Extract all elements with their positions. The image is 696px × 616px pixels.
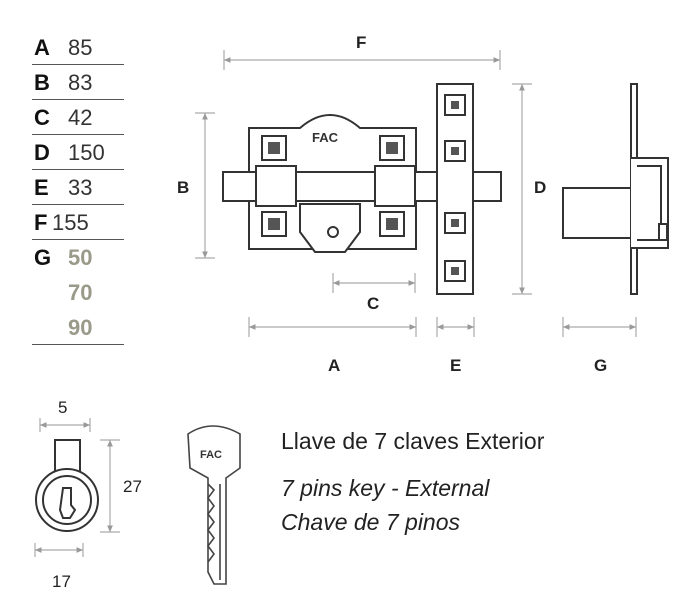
spec-row-b: B 83 xyxy=(32,64,124,100)
spec-value: 42 xyxy=(68,105,93,130)
dim-label-f: F xyxy=(356,33,366,52)
spec-row-e: E 33 xyxy=(32,169,124,205)
key-brand-mark: FAC xyxy=(200,449,222,461)
dim-label-e: E xyxy=(450,356,461,375)
spec-value: 70 xyxy=(68,280,93,305)
spec-value: 33 xyxy=(68,175,93,200)
dim-label-a: A xyxy=(328,356,340,375)
spec-key: G xyxy=(34,245,52,270)
spec-value: 155 xyxy=(52,210,89,235)
spec-row-g3: 90 xyxy=(32,309,124,345)
spec-key: C xyxy=(34,105,50,130)
dim-label-c: C xyxy=(367,294,379,313)
spec-row-a: A 85 xyxy=(32,29,124,65)
key-illustration xyxy=(187,425,241,585)
spec-key: D xyxy=(34,140,50,165)
brand-mark: FAC xyxy=(312,130,339,145)
spec-row-g2: 70 xyxy=(32,274,124,309)
dimension-lines xyxy=(34,50,637,557)
cylinder-view xyxy=(35,439,99,532)
spec-value: 50 xyxy=(68,245,93,270)
dim-label-b: B xyxy=(177,178,189,197)
spec-row-d: D 150 xyxy=(32,134,124,170)
dim-label-d: D xyxy=(534,178,546,197)
spec-value: 85 xyxy=(68,35,93,60)
caption-spanish: Llave de 7 claves Exterior xyxy=(281,428,545,454)
spec-row-f: F 155 xyxy=(32,204,124,240)
dim-label-g: G xyxy=(594,356,607,375)
spec-key: E xyxy=(34,175,49,200)
spec-row-c: C 42 xyxy=(32,99,124,135)
spec-key: F xyxy=(34,210,48,235)
spec-key: B xyxy=(34,70,50,95)
spec-value: 90 xyxy=(68,315,93,340)
caption-portuguese: Chave de 7 pinos xyxy=(281,509,461,535)
spec-value: 150 xyxy=(68,140,105,165)
cyl-dim-top: 5 xyxy=(58,398,67,417)
spec-value: 83 xyxy=(68,70,93,95)
cyl-dim-bottom: 17 xyxy=(52,572,71,591)
lock-front-view xyxy=(222,83,502,295)
spec-key: A xyxy=(34,35,50,60)
spec-row-g: G 50 xyxy=(32,239,124,274)
caption-english: 7 pins key - External xyxy=(281,475,490,501)
lock-side-view xyxy=(562,83,669,295)
screw-holes xyxy=(268,101,459,275)
cyl-dim-height: 27 xyxy=(123,477,142,496)
